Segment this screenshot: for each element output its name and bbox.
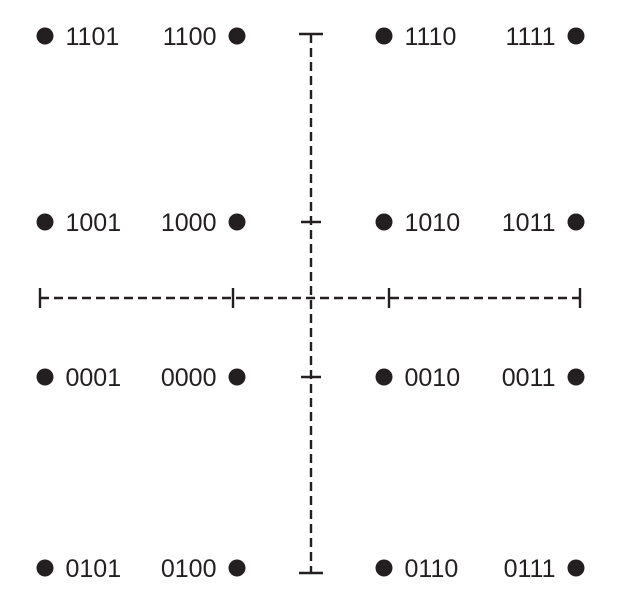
constellation-point: 0001 [36,364,122,392]
point-code-label: 1111 [505,23,555,51]
vertical-axis [299,32,323,575]
point-dot [375,27,393,45]
point-code-label: 1000 [161,209,217,237]
point-code-label: 1100 [163,23,217,51]
point-dot [228,368,246,386]
point-dot [228,27,246,45]
constellation-point: 0010 [375,364,461,392]
constellation-point: 1011 [502,209,585,237]
point-code-label: 0001 [66,364,122,392]
constellation-points: 1101 1100 1110 1111 1001 1000 1010 1011 0001 0000… [36,23,585,583]
point-dot [36,559,54,577]
constellation-point: 0100 [161,555,246,583]
constellation-point: 0000 [161,364,246,392]
horizontal-axis [38,288,582,308]
point-code-label: 0110 [405,555,459,583]
point-dot [228,213,246,231]
point-code-label: 0111 [504,555,556,583]
constellation-point: 1000 [161,209,246,237]
point-dot [36,213,54,231]
constellation-point: 1111 [505,23,585,51]
constellation-point: 1110 [375,23,457,51]
point-code-label: 1010 [405,209,461,237]
constellation-point: 0011 [502,364,585,392]
point-code-label: 1110 [405,23,457,51]
point-code-label: 0101 [66,555,122,583]
point-dot [375,559,393,577]
constellation-point: 1001 [36,209,122,237]
point-code-label: 0100 [161,555,217,583]
point-code-label: 1101 [66,23,120,51]
point-dot [567,213,585,231]
point-dot [375,368,393,386]
point-code-label: 1001 [66,209,122,237]
constellation-point: 1100 [163,23,246,51]
point-dot [567,27,585,45]
point-dot [36,368,54,386]
point-code-label: 0011 [502,364,556,392]
point-dot [567,559,585,577]
constellation-point: 1010 [375,209,461,237]
point-dot [228,559,246,577]
point-code-label: 1011 [502,209,556,237]
constellation-point: 0111 [504,555,585,583]
constellation-point: 0110 [375,555,459,583]
point-dot [375,213,393,231]
point-code-label: 0000 [161,364,217,392]
point-dot [567,368,585,386]
constellation-point: 0101 [36,555,122,583]
point-code-label: 0010 [405,364,461,392]
point-dot [36,27,54,45]
constellation-point: 1101 [36,23,120,51]
